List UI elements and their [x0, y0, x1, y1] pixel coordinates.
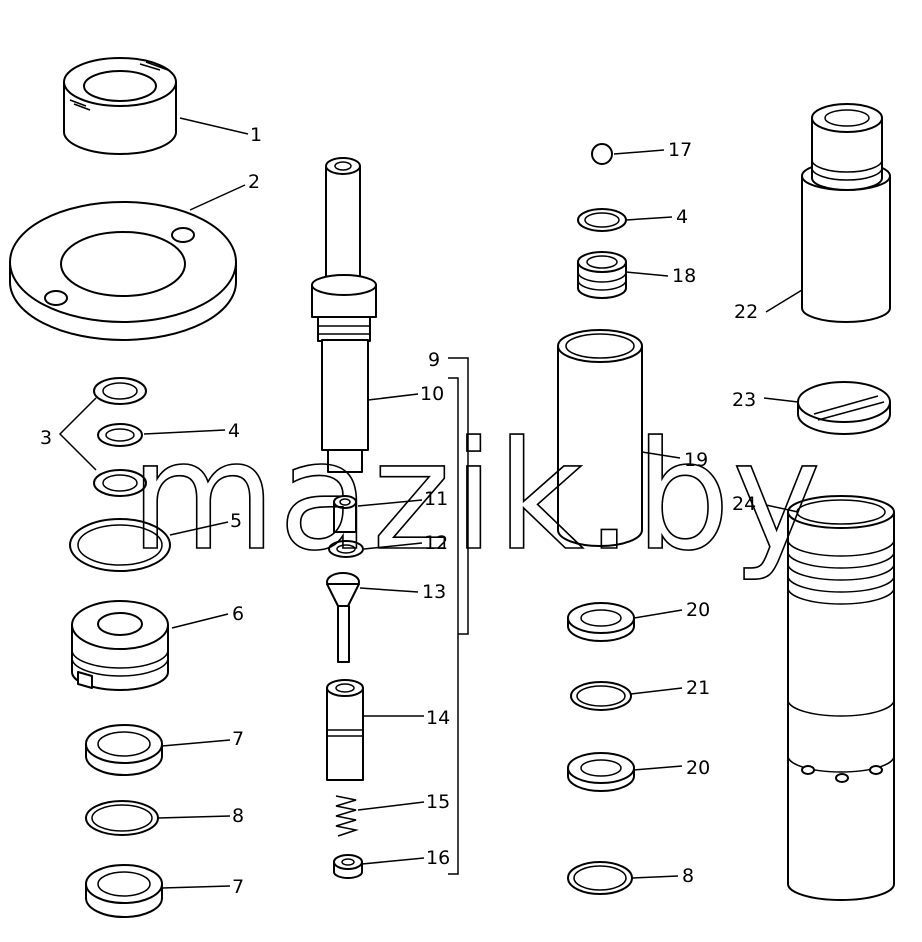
label-2: 2: [248, 171, 260, 193]
leader-7a: [161, 739, 231, 747]
label-11: 11: [424, 488, 448, 510]
part-12-washer: [328, 540, 364, 558]
part-24-housing: [787, 495, 895, 901]
label-4a: 4: [228, 420, 240, 442]
leader-8a: [157, 815, 231, 819]
leader-16: [361, 857, 425, 865]
leader-15: [357, 801, 425, 811]
leader-5: [169, 521, 229, 536]
part-15-spring: [335, 795, 359, 837]
leader-18: [625, 271, 669, 277]
leader-2: [189, 184, 246, 211]
part-13-valve: [326, 572, 360, 663]
leader-13: [359, 587, 419, 593]
part-14-valve-body: [326, 679, 364, 781]
label-15: 15: [426, 791, 450, 813]
part-8-o-ring-left: [85, 800, 159, 836]
label-20a: 20: [686, 599, 710, 621]
label-14: 14: [426, 707, 450, 729]
part-22-fitting: [801, 103, 891, 323]
label-7b: 7: [232, 876, 244, 898]
part-20-gasket-lower: [567, 752, 635, 792]
label-8a: 8: [232, 805, 244, 827]
label-18: 18: [672, 265, 696, 287]
leader-6: [171, 613, 229, 629]
label-12: 12: [424, 532, 448, 554]
label-6: 6: [232, 603, 244, 625]
label-3: 3: [40, 427, 52, 449]
leader-4b: [625, 216, 673, 221]
leader-21: [630, 687, 683, 695]
part-23-slotted-plug: [797, 381, 891, 435]
leader-12: [363, 542, 423, 550]
label-16: 16: [426, 847, 450, 869]
label-8b: 8: [682, 865, 694, 887]
leader-10: [367, 393, 419, 401]
label-24: 24: [732, 493, 756, 515]
leader-20a: [633, 609, 683, 619]
leader-20b: [633, 765, 683, 771]
leader-11: [357, 499, 423, 507]
part-16-retainer: [333, 854, 363, 879]
leader-1: [179, 117, 249, 135]
leader-24: [765, 504, 799, 513]
part-21-o-ring: [570, 681, 632, 711]
label-20b: 20: [686, 757, 710, 779]
leader-23: [763, 397, 799, 403]
watermark-text: mazik.by: [130, 410, 823, 584]
part-5-o-ring: [69, 518, 171, 572]
part-17-ball: [591, 143, 613, 165]
leader-7b: [161, 885, 231, 889]
label-1: 1: [250, 124, 262, 146]
label-9: 9: [428, 349, 440, 371]
part-4-ring-left: [97, 423, 143, 447]
part-19-sleeve: [557, 329, 643, 547]
leader-17: [613, 149, 665, 155]
part-10-plunger: [311, 157, 377, 473]
part-8-o-ring-right: [567, 861, 633, 895]
leader-4a: [143, 429, 226, 435]
label-13: 13: [422, 581, 446, 603]
part-7-bushing-lower: [85, 864, 163, 918]
part-11-sleeve: [333, 495, 357, 533]
leader-3: [58, 397, 97, 471]
label-19: 19: [684, 449, 708, 471]
bracket-9: [448, 357, 469, 635]
part-6-piston: [71, 600, 169, 691]
label-22: 22: [734, 301, 758, 323]
label-21: 21: [686, 677, 710, 699]
label-10: 10: [420, 383, 444, 405]
leader-22: [765, 289, 803, 313]
label-4b: 4: [676, 206, 688, 228]
part-4-ring-right: [577, 208, 627, 232]
leader-19: [641, 451, 681, 459]
part-18-seat: [577, 251, 627, 299]
part-7-bushing-upper: [85, 724, 163, 776]
label-17: 17: [668, 139, 692, 161]
label-7a: 7: [232, 728, 244, 750]
part-1-slotted-nut: [63, 57, 177, 155]
part-2-flange: [9, 201, 237, 341]
part-20-gasket-upper: [567, 602, 635, 642]
leader-8b: [631, 875, 679, 879]
part-3-rings: [93, 377, 147, 497]
label-23: 23: [732, 389, 756, 411]
bracket-9-inner: [448, 377, 459, 875]
label-5: 5: [230, 510, 242, 532]
